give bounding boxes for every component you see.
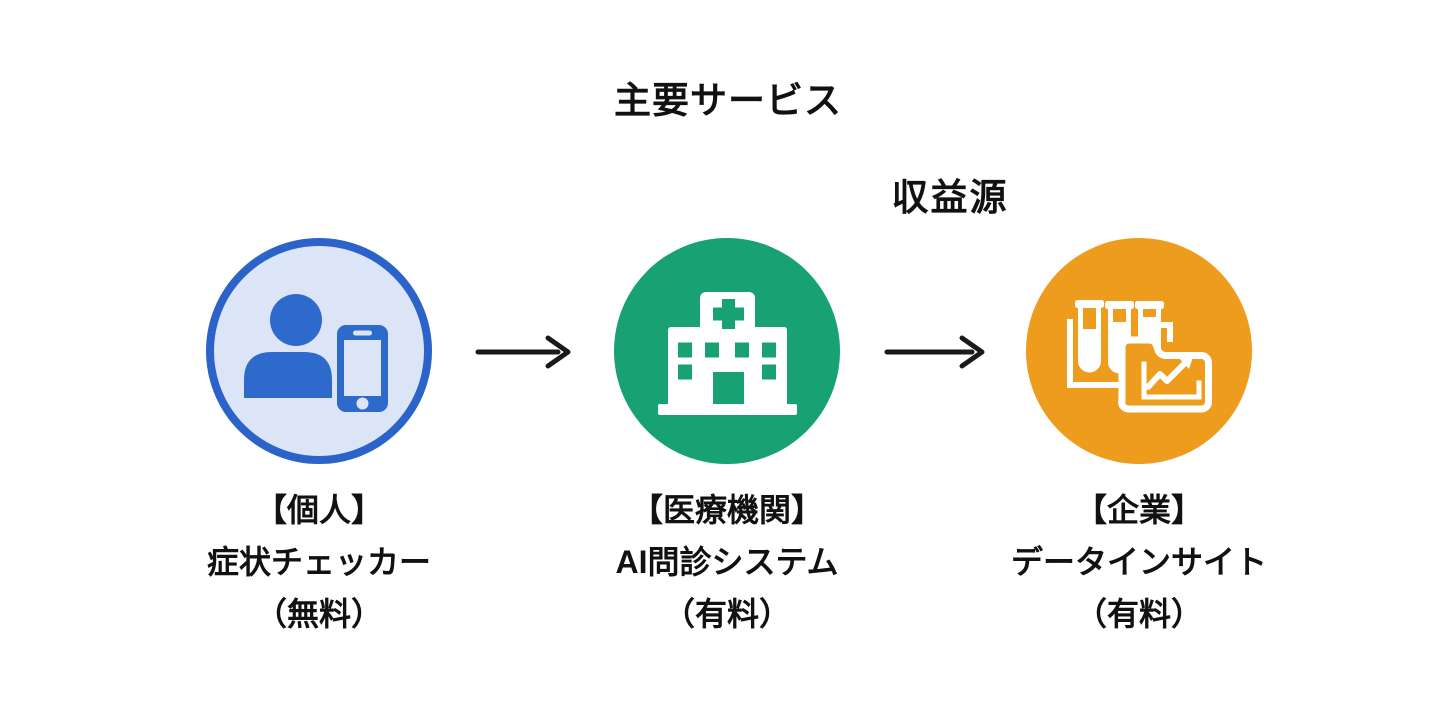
node-individual-label: 【個人】 症状チェッカー （無料） [89,484,549,640]
node-pricing: （無料） [254,596,383,632]
node-medical-label: 【医療機関】 AI問診システム （有料） [497,484,957,640]
user-with-phone-icon [244,294,388,412]
node-audience: 【企業】 [1074,492,1203,528]
hospital-icon [658,292,797,415]
node-service: 症状チェッカー [206,544,431,580]
node-audience: 【個人】 [254,492,383,528]
diagram-title: 主要サービス [614,80,842,121]
revenue-source-label: 収益源 [891,177,1009,218]
node-pricing: （有料） [1074,596,1203,632]
node-audience: 【医療機関】 [630,492,823,528]
test-tubes-folder-chart-icon [1067,300,1212,413]
node-enterprise-label: 【企業】 データインサイト （有料） [909,484,1369,640]
node-individual-circle [206,238,432,464]
node-medical-circle [614,238,840,464]
flow-arrow-icon [475,335,571,369]
node-service: データインサイト [1010,544,1267,580]
node-pricing: （有料） [662,596,791,632]
flow-arrow-icon [884,335,985,369]
node-service: AI問診システム [615,544,839,580]
node-enterprise-circle [1026,238,1252,464]
